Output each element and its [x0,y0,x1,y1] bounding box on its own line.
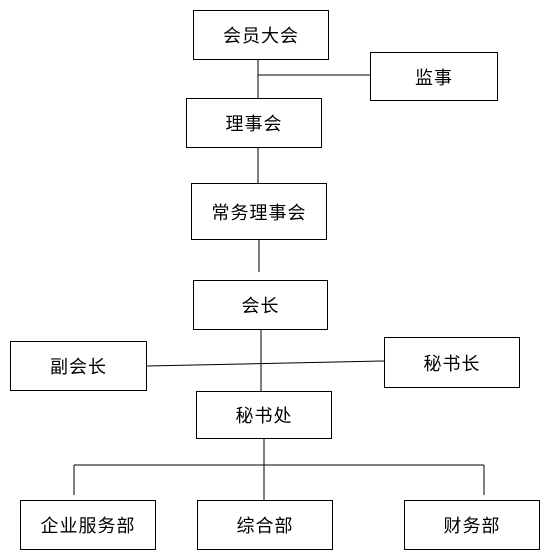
standing-council-box: 常务理事会 [191,183,327,240]
general-affairs-dept-box: 综合部 [197,500,333,550]
secretary-general-box: 秘书长 [384,337,520,388]
vice-president-box: 副会长 [10,341,147,391]
secretariat-box: 秘书处 [196,391,332,439]
connector-vice-secretary-general [146,360,385,367]
finance-dept-box: 财务部 [404,500,540,550]
council-box: 理事会 [186,98,322,148]
supervisor-box: 监事 [370,52,498,101]
enterprise-services-dept-box: 企业服务部 [20,500,156,550]
president-box: 会长 [193,280,328,330]
members-assembly-box: 会员大会 [193,10,329,60]
